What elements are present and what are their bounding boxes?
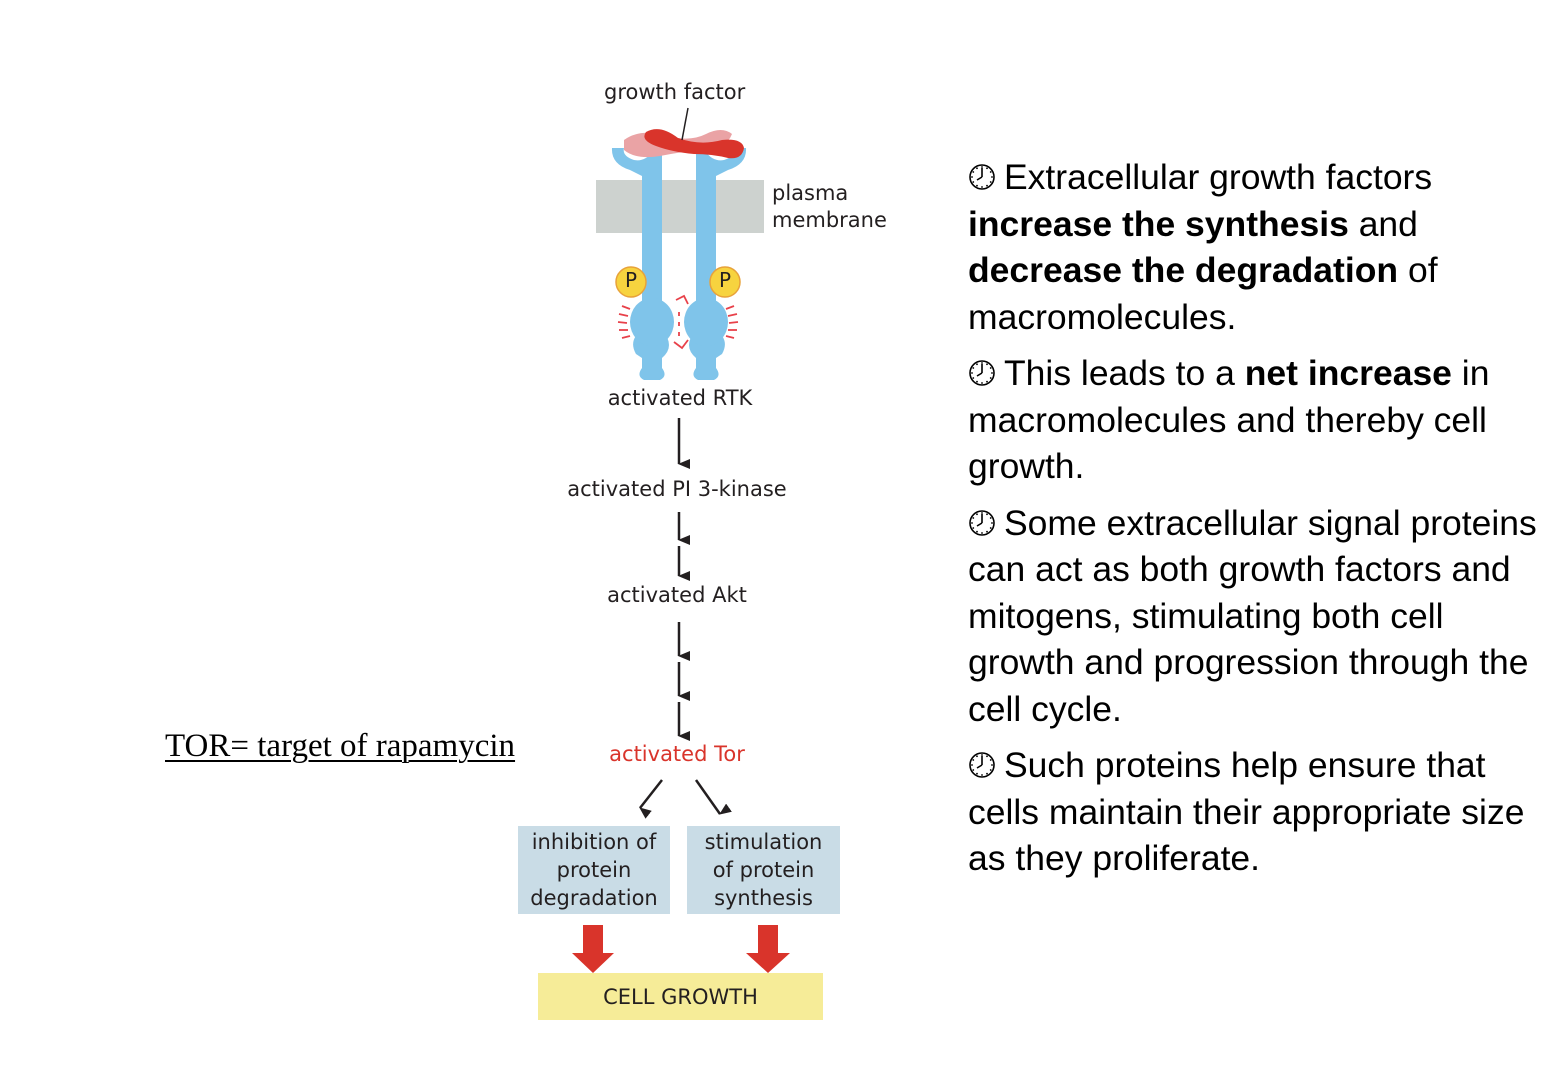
phosphate-left-label: P: [624, 268, 638, 292]
bullet-text: This leads to a: [1004, 353, 1245, 393]
red-arrow-right: [746, 925, 790, 973]
bullet-item: This leads to a net increase in macromol…: [968, 350, 1558, 490]
box-line: stimulation: [704, 830, 823, 854]
box-line: protein: [556, 858, 632, 882]
receptor-left: [611, 148, 674, 380]
bullet-text: Some extracellular signal proteins can a…: [968, 502, 1537, 729]
phosphate-left: [615, 266, 647, 298]
growth-factor-label: growth factor: [604, 80, 746, 104]
cell-growth-box: CELL GROWTH: [538, 973, 823, 1020]
bullet-text: in macromolecules and thereby cell growt…: [968, 353, 1490, 486]
cell-growth-label: CELL GROWTH: [603, 984, 758, 1009]
clock-icon: [968, 352, 996, 386]
pathway-arrows: [639, 418, 732, 819]
box-line: of protein: [712, 858, 815, 882]
plasma-membrane-label-line2: membrane: [772, 208, 887, 232]
growth-factor-dimer: [624, 129, 744, 159]
box-line: degradation: [530, 886, 658, 910]
receptor-right: [684, 148, 747, 380]
activated-pi3k-label: activated PI 3-kinase: [567, 477, 787, 501]
bullet-text: Such proteins help ensure that cells mai…: [968, 745, 1525, 878]
plasma-membrane-label-line1: plasma: [772, 181, 849, 205]
bullet-item: Extracellular growth factors increase th…: [968, 154, 1558, 340]
clock-icon: [968, 502, 996, 536]
bullet-emphasis: decrease the degradation: [968, 250, 1399, 290]
activated-tor-label: activated Tor: [609, 742, 745, 766]
growth-factor-leader-line: [681, 107, 689, 141]
phosphate-right-label: P: [718, 268, 732, 292]
bullet-item: Some extracellular signal proteins can a…: [968, 500, 1558, 733]
box-line: inhibition of: [531, 830, 657, 854]
phosphate-right: [709, 266, 741, 298]
inhibition-of-protein-degradation-box: inhibition of protein degradation: [518, 826, 670, 914]
bullet-text: of macromolecules.: [968, 250, 1438, 337]
tor-definition-note: TOR= target of rapamycin: [165, 728, 516, 764]
bullet-emphasis: net increase: [1244, 353, 1452, 393]
clock-icon: [968, 744, 996, 778]
bullet-text: and: [1348, 203, 1418, 244]
box-line: synthesis: [714, 886, 813, 910]
activated-akt-label: activated Akt: [607, 583, 747, 607]
red-arrow-left: [572, 925, 614, 973]
bullet-item: Such proteins help ensure that cells mai…: [968, 742, 1558, 882]
activation-rays: [617, 294, 739, 350]
arrow-tor-to-degradation: [639, 779, 663, 819]
plasma-membrane: [596, 180, 764, 233]
activated-rtk-label: activated RTK: [607, 386, 753, 410]
bullet-text: Extracellular growth factors: [1004, 157, 1433, 197]
bullet-emphasis: increase the synthesis: [968, 203, 1349, 244]
bullet-list: Extracellular growth factors increase th…: [968, 154, 1558, 892]
clock-icon: [968, 156, 996, 190]
stimulation-of-protein-synthesis-box: stimulation of protein synthesis: [687, 826, 840, 914]
arrow-tor-to-synthesis: [694, 779, 732, 815]
plasma-membrane-label: plasma membrane: [772, 180, 887, 234]
